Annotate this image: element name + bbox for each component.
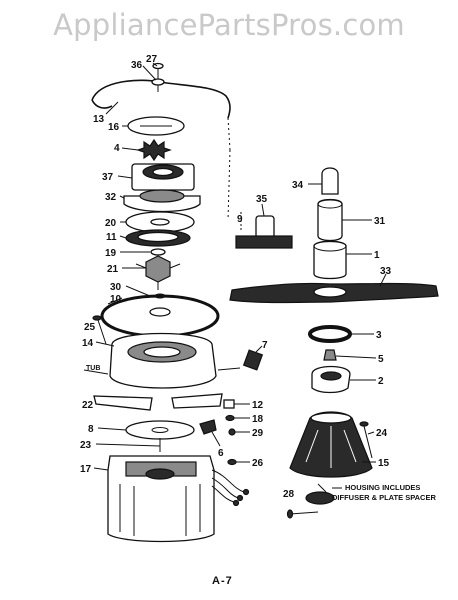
clamp-right — [171, 393, 223, 409]
callout-18: 18 — [252, 414, 264, 425]
callout-25: 25 — [84, 322, 96, 333]
callout-37: 37 — [102, 172, 114, 183]
housing-note-line1: HOUSING INCLUDES — [345, 483, 420, 492]
watermark: AppliancePartsPros.com — [53, 8, 405, 42]
callout-2: 2 — [378, 376, 384, 387]
callout-24: 24 — [376, 428, 388, 439]
plate-spacer — [305, 491, 335, 505]
callout-28: 28 — [283, 489, 295, 500]
nozzle — [323, 349, 337, 361]
callout-11: 11 — [106, 232, 117, 243]
callout-19: 19 — [105, 248, 117, 259]
callout-12: 12 — [252, 400, 264, 411]
bar-screen — [235, 235, 293, 249]
page-label: A-7 — [212, 575, 233, 587]
callout-21: 21 — [107, 264, 119, 275]
callout-27: 27 — [146, 54, 158, 65]
clip — [199, 419, 217, 435]
callout-36: 36 — [131, 60, 143, 71]
callout-34: 34 — [292, 180, 304, 191]
callout-20: 20 — [105, 218, 117, 229]
callout-31: 31 — [374, 216, 386, 227]
grommet — [225, 414, 235, 422]
impeller — [145, 255, 171, 283]
callout-30: 30 — [110, 282, 122, 293]
tower-cap — [321, 167, 339, 195]
callout-16: 16 — [108, 122, 120, 133]
telescoping-tube-lower — [313, 240, 347, 280]
filter-screen — [242, 349, 264, 371]
wire-harness — [91, 79, 231, 119]
callout-10: 10 — [110, 294, 122, 305]
leader-lines — [93, 62, 387, 493]
gear — [136, 138, 172, 162]
wire-nut — [227, 458, 237, 466]
callout-9: 9 — [237, 214, 243, 225]
housing-note-line2: DIFFUSER & PLATE SPACER — [332, 493, 436, 502]
callout-35: 35 — [256, 194, 268, 205]
filter-cartridge — [255, 215, 275, 239]
callout-26: 26 — [252, 458, 264, 469]
callout-15: 15 — [378, 458, 390, 469]
callout-3: 3 — [376, 330, 382, 341]
diaphragm — [125, 420, 195, 440]
label-tub: TUB — [86, 365, 100, 372]
callout-22: 22 — [82, 400, 94, 411]
screw — [97, 319, 107, 345]
callout-17: 17 — [80, 464, 92, 475]
nut — [228, 428, 236, 436]
callout-32: 32 — [105, 192, 117, 203]
callout-33: 33 — [380, 266, 392, 277]
pump-housing-top — [123, 195, 201, 213]
callout-1: 1 — [374, 250, 380, 261]
small-bracket — [223, 399, 235, 409]
washer — [151, 78, 165, 86]
callout-29: 29 — [252, 428, 264, 439]
callout-7: 7 — [262, 340, 268, 351]
callout-13: 13 — [93, 114, 105, 125]
callout-8: 8 — [88, 424, 94, 435]
callout-5: 5 — [378, 354, 384, 365]
callout-4: 4 — [114, 143, 120, 154]
telescoping-tube-upper — [317, 198, 343, 242]
ring-seal — [308, 325, 352, 343]
callout-6: 6 — [218, 448, 224, 459]
callout-14: 14 — [82, 338, 94, 349]
callout-23: 23 — [80, 440, 92, 451]
clamp-left — [93, 395, 153, 411]
small-washer — [150, 248, 166, 256]
